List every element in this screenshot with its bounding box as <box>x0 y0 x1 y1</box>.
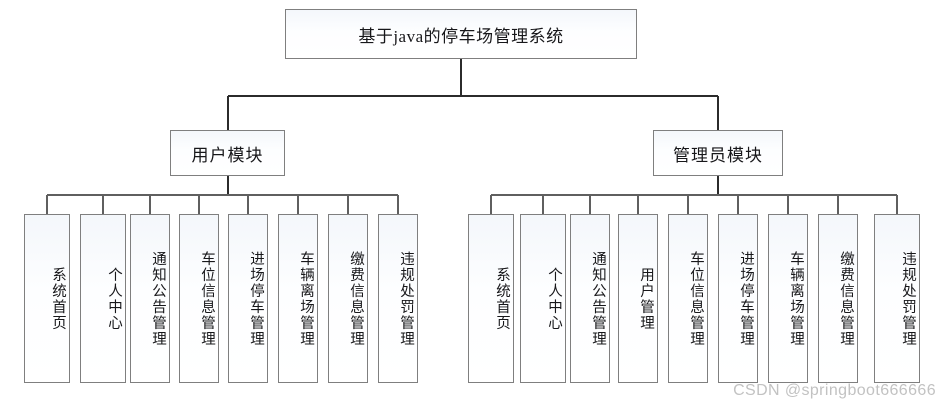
leaf-bus-line-user-module <box>47 194 398 196</box>
leaf-drop-line <box>687 195 689 214</box>
leaf-node-label: 车位信息管理 <box>199 250 215 347</box>
root-node-title[interactable]: 基于java的停车场管理系统 <box>285 9 637 59</box>
leaf-node[interactable]: 进场停车管理 <box>228 214 268 383</box>
leaf-node-label: 缴费信息管理 <box>348 250 364 347</box>
leaf-drop-line <box>347 195 349 214</box>
leaf-drop-line <box>397 195 399 214</box>
leaf-drop-line <box>896 195 898 214</box>
leaf-node[interactable]: 违规处罚管理 <box>378 214 418 383</box>
module-node-admin-module[interactable]: 管理员模块 <box>653 130 783 176</box>
leaf-node[interactable]: 系统首页 <box>24 214 70 383</box>
leaf-node[interactable]: 系统首页 <box>468 214 514 383</box>
leaf-node[interactable]: 车辆离场管理 <box>278 214 318 383</box>
root-drop-line <box>460 59 462 96</box>
leaf-drop-line <box>198 195 200 214</box>
leaf-node[interactable]: 车辆离场管理 <box>768 214 808 383</box>
leaf-stem-line-admin-module <box>717 176 719 195</box>
leaf-drop-line <box>46 195 48 214</box>
leaf-drop-line <box>102 195 104 214</box>
leaf-node-label: 通知公告管理 <box>150 250 166 347</box>
leaf-drop-line <box>737 195 739 214</box>
leaf-node[interactable]: 用户管理 <box>618 214 658 383</box>
module-drop-line-admin-module <box>717 96 719 130</box>
leaf-node-label: 缴费信息管理 <box>838 250 854 347</box>
csdn-watermark: CSDN @springboot666666 <box>733 382 936 399</box>
module-node-user-module[interactable]: 用户模块 <box>170 130 285 176</box>
leaf-drop-line <box>637 195 639 214</box>
leaf-drop-line <box>542 195 544 214</box>
leaf-node[interactable]: 缴费信息管理 <box>328 214 368 383</box>
leaf-node-label: 进场停车管理 <box>738 250 754 347</box>
module-drop-line-user-module <box>226 96 229 130</box>
leaf-node[interactable]: 通知公告管理 <box>130 214 170 383</box>
leaf-drop-line <box>837 195 839 214</box>
leaf-bus-line-admin-module <box>491 194 897 196</box>
leaf-drop-line <box>589 195 591 214</box>
leaf-node-label: 通知公告管理 <box>590 250 606 347</box>
leaf-node-label: 个人中心 <box>106 266 122 331</box>
leaf-node-label: 违规处罚管理 <box>398 250 414 347</box>
leaf-node-label: 违规处罚管理 <box>900 250 916 347</box>
leaf-node[interactable]: 进场停车管理 <box>718 214 758 383</box>
leaf-node[interactable]: 违规处罚管理 <box>874 214 920 383</box>
leaf-node[interactable]: 通知公告管理 <box>570 214 610 383</box>
root-node-label: 基于java的停车场管理系统 <box>358 26 564 46</box>
leaf-node-label: 车位信息管理 <box>688 250 704 347</box>
leaf-drop-line <box>247 195 249 214</box>
leaf-stem-line-user-module <box>226 176 229 195</box>
module-node-label: 用户模块 <box>191 145 264 165</box>
leaf-node-label: 车辆离场管理 <box>298 250 314 347</box>
module-bus-line <box>227 95 718 97</box>
leaf-node-label: 用户管理 <box>638 266 654 331</box>
leaf-drop-line <box>787 195 789 214</box>
leaf-node[interactable]: 个人中心 <box>520 214 566 383</box>
module-node-label: 管理员模块 <box>673 145 763 165</box>
leaf-drop-line <box>297 195 299 214</box>
leaf-node[interactable]: 缴费信息管理 <box>818 214 858 383</box>
leaf-drop-line <box>490 195 492 214</box>
leaf-drop-line <box>149 195 151 214</box>
leaf-node-label: 系统首页 <box>50 266 66 331</box>
leaf-node-label: 车辆离场管理 <box>788 250 804 347</box>
leaf-node-label: 个人中心 <box>546 266 562 331</box>
leaf-node-label: 进场停车管理 <box>248 250 264 347</box>
leaf-node[interactable]: 车位信息管理 <box>179 214 219 383</box>
leaf-node-label: 系统首页 <box>494 266 510 331</box>
leaf-node[interactable]: 个人中心 <box>80 214 126 383</box>
leaf-node[interactable]: 车位信息管理 <box>668 214 708 383</box>
